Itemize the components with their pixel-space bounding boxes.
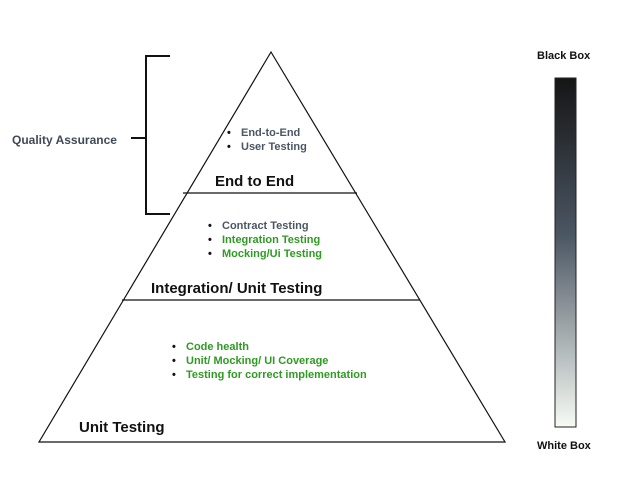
quality-assurance-label: Quality Assurance [12,133,117,147]
tier-title-integration-unit-testing: Integration/ Unit Testing [151,280,323,297]
list-item: Integration Testing [206,233,322,247]
pyramid-outline [37,50,507,443]
list-item: Unit/ Mocking/ UI Coverage [170,354,367,368]
list-item: User Testing [225,140,307,154]
box-scale-bar [554,77,577,428]
tier-title-end-to-end: End to End [215,173,295,190]
end-to-end-bullet-list: End-to-End User Testing [225,126,307,154]
list-item: Mocking/Ui Testing [206,247,322,261]
list-item: Testing for correct implementation [170,368,367,382]
list-item: Code health [170,340,367,354]
black-box-label: Black Box [537,50,591,62]
list-item: End-to-End [225,126,307,140]
quality-assurance-bracket [131,55,170,215]
list-item: Contract Testing [206,219,322,233]
white-box-label: White Box [537,440,591,452]
unit-bullet-list: Code health Unit/ Mocking/ UI Coverage T… [170,340,367,382]
integration-bullet-list: Contract Testing Integration Testing Moc… [206,219,322,261]
tier-title-unit-testing: Unit Testing [79,419,165,436]
